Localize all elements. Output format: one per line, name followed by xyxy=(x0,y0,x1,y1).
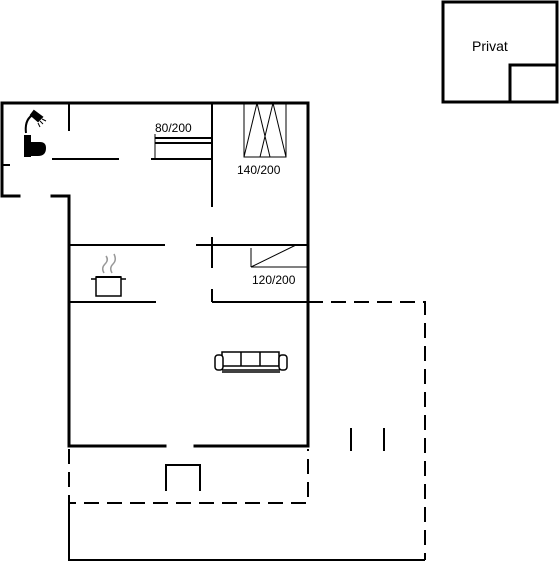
shower-icon xyxy=(24,109,47,134)
bed-corner-label: 120/200 xyxy=(252,273,296,287)
exterior-walls xyxy=(0,101,310,448)
annex-building xyxy=(441,0,559,104)
table-icon xyxy=(165,464,201,491)
annex-label: Privat xyxy=(472,38,508,54)
terrace-outline xyxy=(68,301,426,560)
interior-walls xyxy=(2,103,308,303)
bed-double-label: 140/200 xyxy=(237,163,281,177)
bed-icon xyxy=(243,102,287,158)
toilet-icon xyxy=(24,135,46,157)
property-boundary xyxy=(68,503,425,561)
bed-small-label: 80/200 xyxy=(155,121,192,135)
terrace-posts xyxy=(350,428,385,451)
sofa-icon xyxy=(214,351,288,373)
bed-icon xyxy=(154,134,212,159)
cooking-pot-icon xyxy=(91,253,126,297)
bed-icon xyxy=(250,244,308,268)
